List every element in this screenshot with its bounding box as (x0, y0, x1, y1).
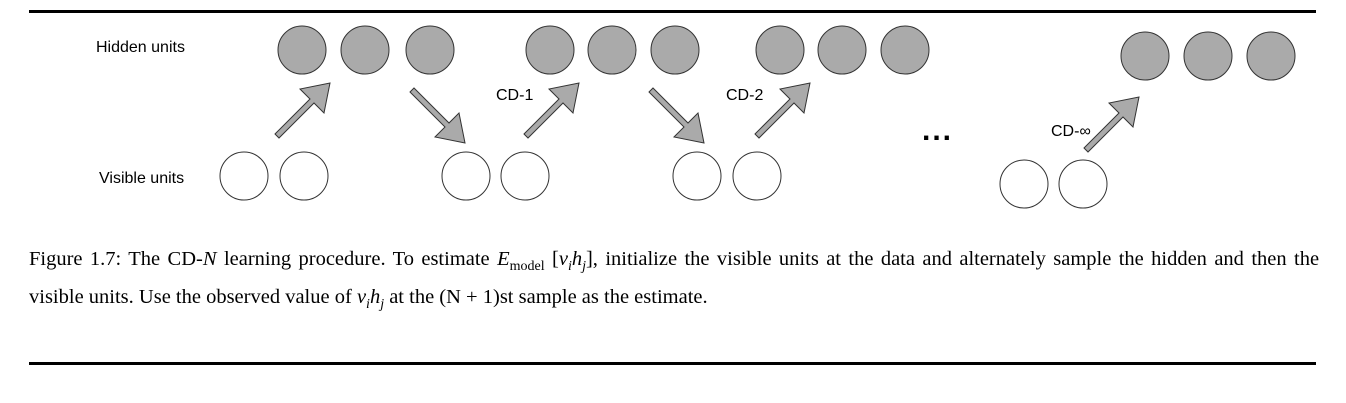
top-rule (29, 10, 1316, 13)
caption-text-5: (N + 1)st sample as the estimate. (439, 286, 708, 309)
visible-group-3 (999, 159, 1108, 209)
visible-unit (219, 151, 269, 201)
var-n: N (202, 248, 217, 270)
hidden-unit (755, 25, 805, 75)
arrow-up-cd-2 (754, 82, 811, 139)
cd-2-label: CD-2 (726, 87, 763, 104)
visible-unit (732, 151, 782, 201)
visible-group-2 (672, 151, 782, 201)
hidden-unit (405, 25, 455, 75)
arrow-down-hidden-to-visible-1 (648, 87, 705, 144)
bracket-expr: [vihj], (552, 248, 598, 275)
hidden-units-label: Hidden units (96, 39, 185, 56)
caption-text-4: at the (389, 286, 435, 309)
hidden-group-0 (277, 25, 455, 75)
arrow-down-hidden-to-visible-0 (409, 87, 466, 144)
ellipsis: ... (922, 114, 953, 147)
arrow-up-visible-to-hidden-0 (274, 82, 331, 139)
arrow-up-cd-1 (523, 82, 580, 139)
hidden-unit (1183, 31, 1233, 81)
hidden-group-1 (525, 25, 700, 75)
visible-unit (999, 159, 1049, 209)
hidden-unit (525, 25, 575, 75)
caption-text-2: learning procedure. To estimate (223, 248, 490, 270)
bottom-rule (29, 362, 1316, 365)
cd-infinity-label: CD-∞ (1051, 123, 1091, 140)
hidden-unit (1120, 31, 1170, 81)
hidden-unit (880, 25, 930, 75)
visible-group-1 (441, 151, 550, 201)
visible-unit (672, 151, 722, 201)
visible-unit (441, 151, 491, 201)
hidden-unit (817, 25, 867, 75)
hidden-unit (587, 25, 637, 75)
e-subscript: model (509, 259, 545, 275)
caption-text-3: initialize the visible units at the data… (29, 248, 1320, 309)
hidden-group-3 (1120, 31, 1296, 81)
cd-n-diagram: Hidden units Visible units (96, 25, 1296, 209)
visible-group-0 (219, 151, 329, 201)
visible-unit (1058, 159, 1108, 209)
hidden-group-2 (755, 25, 930, 75)
hidden-unit (340, 25, 390, 75)
visible-units-label: Visible units (99, 170, 184, 187)
visible-unit (500, 151, 550, 201)
hidden-unit (1246, 31, 1296, 81)
hidden-unit (650, 25, 700, 75)
vh-expr: vihj (356, 286, 385, 313)
caption-text-1: The CD- (128, 248, 203, 270)
hidden-unit (277, 25, 327, 75)
e-symbol: E (497, 248, 510, 270)
arrow-up-cd-infinity (1083, 96, 1140, 153)
figure-label: Figure 1.7: (29, 248, 122, 270)
figure-caption: Figure 1.7: The CD-N learning procedure.… (29, 244, 1319, 320)
cd-1-label: CD-1 (496, 87, 533, 104)
visible-unit (279, 151, 329, 201)
